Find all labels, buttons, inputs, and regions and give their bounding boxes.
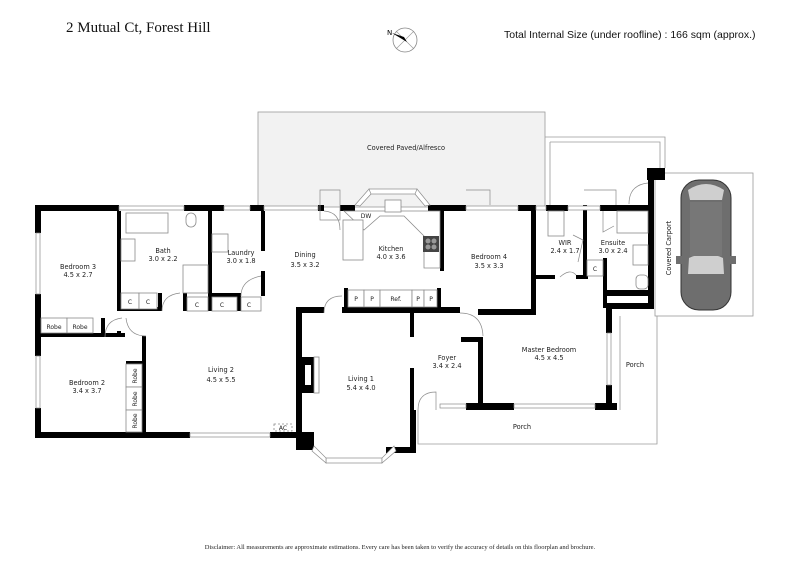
- svg-text:WIR: WIR: [558, 239, 571, 247]
- porch-area: Porch Porch: [417, 316, 658, 445]
- svg-text:4.5 x 5.5: 4.5 x 5.5: [206, 376, 235, 384]
- svg-text:4.5 x 4.5: 4.5 x 4.5: [534, 354, 563, 362]
- svg-text:Bath: Bath: [155, 247, 170, 255]
- pantry-label: P: [354, 296, 358, 303]
- svg-text:3.5 x 3.2: 3.5 x 3.2: [290, 261, 319, 269]
- porch-side-label: Porch: [626, 361, 644, 369]
- storage: [40, 259, 604, 433]
- svg-text:3.0 x 2.2: 3.0 x 2.2: [148, 255, 177, 263]
- svg-text:2.4 x 1.7: 2.4 x 1.7: [550, 247, 579, 255]
- svg-text:Ensuite: Ensuite: [601, 239, 625, 247]
- robe-label: Robe: [72, 324, 87, 331]
- svg-text:3.0 x 2.4: 3.0 x 2.4: [598, 247, 627, 255]
- walls: [35, 168, 665, 453]
- pantry-label: P: [416, 296, 420, 303]
- room-bedroom-4: Bedroom 43.5 x 3.3: [471, 253, 507, 270]
- robe-label: Robe: [132, 413, 139, 428]
- svg-text:4.5 x 2.7: 4.5 x 2.7: [63, 271, 92, 279]
- aircon-label: AC: [279, 425, 287, 432]
- pantry-label: P: [370, 296, 374, 303]
- svg-text:Living 2: Living 2: [208, 366, 234, 374]
- room-bedroom-2: Bedroom 23.4 x 3.7: [69, 379, 105, 395]
- svg-text:Bedroom 2: Bedroom 2: [69, 379, 105, 387]
- alfresco-label: Covered Paved/Alfresco: [367, 144, 445, 152]
- svg-text:Dining: Dining: [294, 251, 315, 259]
- cupboard-label: C: [593, 266, 597, 273]
- svg-text:3.4 x 2.4: 3.4 x 2.4: [432, 362, 461, 370]
- cupboard-label: C: [195, 302, 199, 309]
- disclaimer: Disclaimer: All measurements are approxi…: [204, 544, 596, 551]
- cupboard-label: C: [146, 299, 150, 306]
- svg-text:5.4 x 4.0: 5.4 x 4.0: [346, 384, 375, 392]
- pantry-label: P: [429, 296, 433, 303]
- compass-icon: N: [387, 27, 418, 53]
- svg-text:3.5 x 3.3: 3.5 x 3.3: [474, 262, 503, 270]
- carport-area: Covered Carport: [654, 172, 754, 317]
- fixtures: [120, 199, 649, 432]
- svg-text:Bedroom 4: Bedroom 4: [471, 253, 507, 261]
- svg-text:3.4 x 3.7: 3.4 x 3.7: [72, 387, 101, 395]
- room-dining: Dining 3.5 x 3.2: [290, 251, 319, 269]
- compass-north-label: N: [387, 29, 392, 37]
- car-icon: [676, 179, 736, 311]
- svg-text:Laundry: Laundry: [228, 249, 255, 257]
- dishwasher-label: DW: [361, 213, 372, 220]
- svg-text:4.0 x 3.6: 4.0 x 3.6: [376, 253, 405, 261]
- svg-text:Kitchen: Kitchen: [379, 245, 404, 253]
- cupboard-label: C: [128, 299, 132, 306]
- room-living-1: Living 15.4 x 4.0: [346, 375, 375, 392]
- storage-labels: C C C C C C Robe Robe Robe Robe Robe P P…: [46, 213, 597, 432]
- robe-label: Robe: [132, 391, 139, 406]
- svg-text:Foyer: Foyer: [438, 354, 457, 362]
- svg-text:Living 1: Living 1: [348, 375, 374, 383]
- fridge-label: Ref.: [390, 296, 401, 303]
- svg-text:3.0 x 1.8: 3.0 x 1.8: [226, 257, 255, 265]
- cupboard-label: C: [247, 302, 251, 309]
- property-address: 2 Mutual Ct, Forest Hill: [66, 20, 211, 36]
- svg-text:Master Bedroom: Master Bedroom: [522, 346, 576, 354]
- total-internal-size: Total Internal Size (under roofline) : 1…: [504, 29, 756, 41]
- robe-label: Robe: [46, 324, 61, 331]
- robe-label: Robe: [132, 368, 139, 383]
- windows: [35, 188, 612, 464]
- porch-front-label: Porch: [513, 423, 531, 431]
- carport-label: Covered Carport: [665, 220, 673, 275]
- svg-text:Bedroom 3: Bedroom 3: [60, 263, 96, 271]
- room-bedroom-3: Bedroom 34.5 x 2.7: [60, 263, 96, 279]
- cupboard-label: C: [220, 302, 224, 309]
- room-living-2: Living 2 4.5 x 5.5: [206, 366, 235, 384]
- doors: [104, 182, 649, 411]
